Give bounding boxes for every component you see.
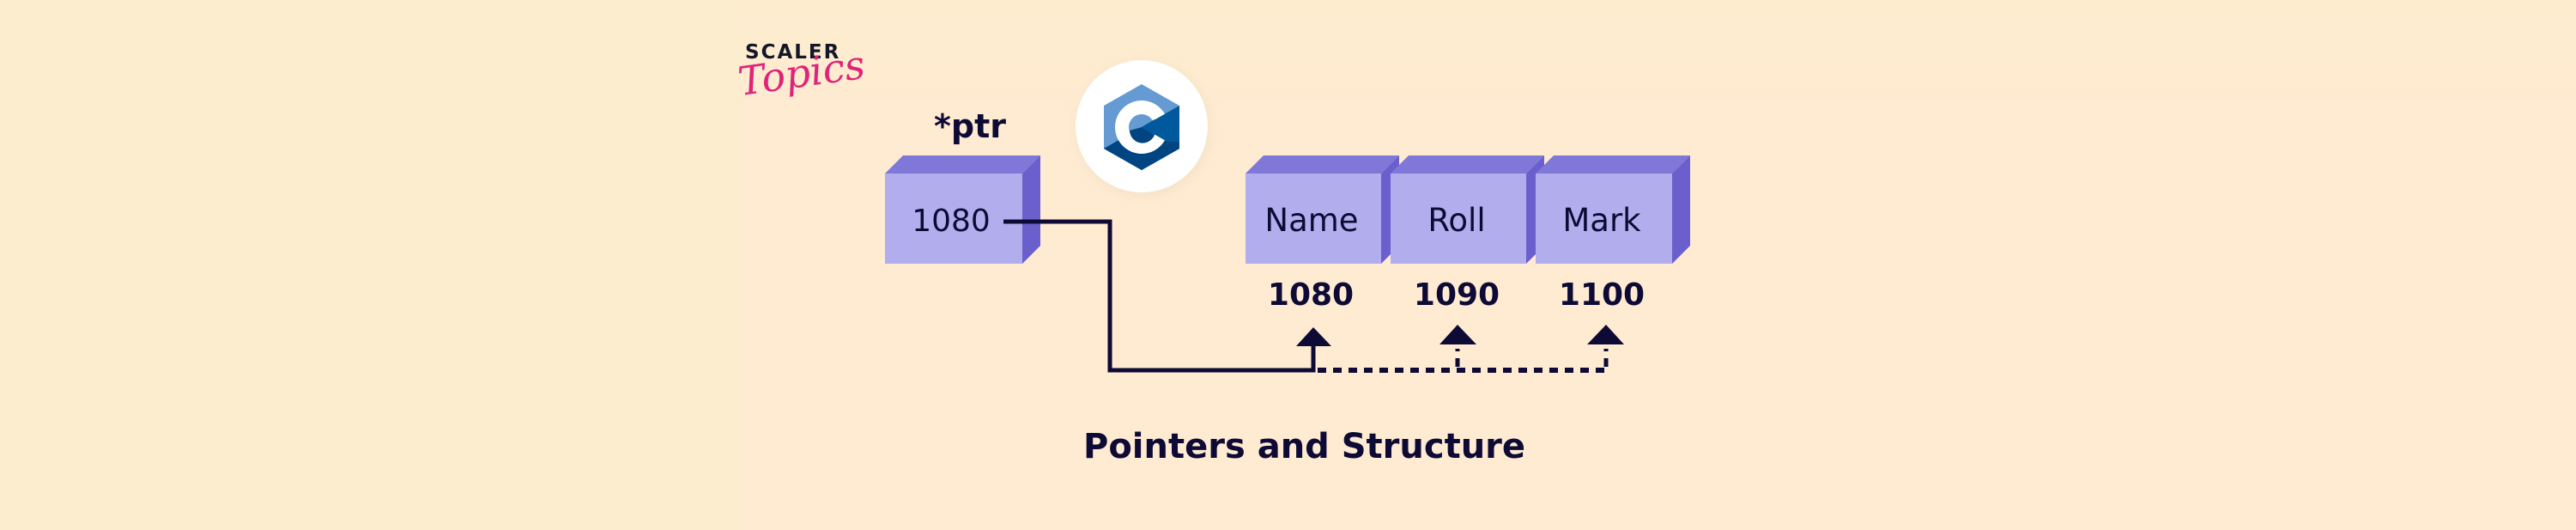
pointer-connector-line [1003,219,1316,373]
diagram-caption: Pointers and Structure [1083,427,1526,466]
arrow-head-mark [1587,325,1624,344]
structure-field-roll: Roll 1090 [1391,155,1544,313]
field-box-top [1246,155,1399,174]
field-label: Roll [1427,202,1485,239]
field-box-front [1246,174,1381,264]
arrow-head-roll [1440,325,1476,344]
field-box-front [1391,174,1526,264]
structure-field-name: Name 1080 [1246,155,1399,313]
structure-field-mark: Mark 1100 [1536,155,1690,313]
pointer-box-side [1022,155,1040,264]
pointer-box-top [885,155,1040,174]
field-box-front [1536,174,1672,264]
scaler-topics-logo: SCALER Topics [735,41,867,136]
field-label: Mark [1562,202,1641,239]
pointer-name-label: *ptr [934,107,1006,145]
field-address: 1080 [1268,277,1354,313]
pointer-value: 1080 [912,204,991,239]
field-address: 1090 [1414,277,1500,313]
field-box-top [1536,155,1690,174]
field-address: 1100 [1559,277,1645,313]
pointer-box: 1080 [885,155,1040,264]
c-language-icon [1104,84,1179,170]
background-panel [741,0,2576,530]
field-label: Name [1264,202,1358,239]
c-language-badge [1076,60,1210,196]
field-box-top [1391,155,1544,174]
arrow-head-name [1296,327,1331,346]
pointer-box-front [885,174,1022,264]
field-box-side [1672,155,1690,264]
logo-scaler-text: SCALER [745,41,841,64]
